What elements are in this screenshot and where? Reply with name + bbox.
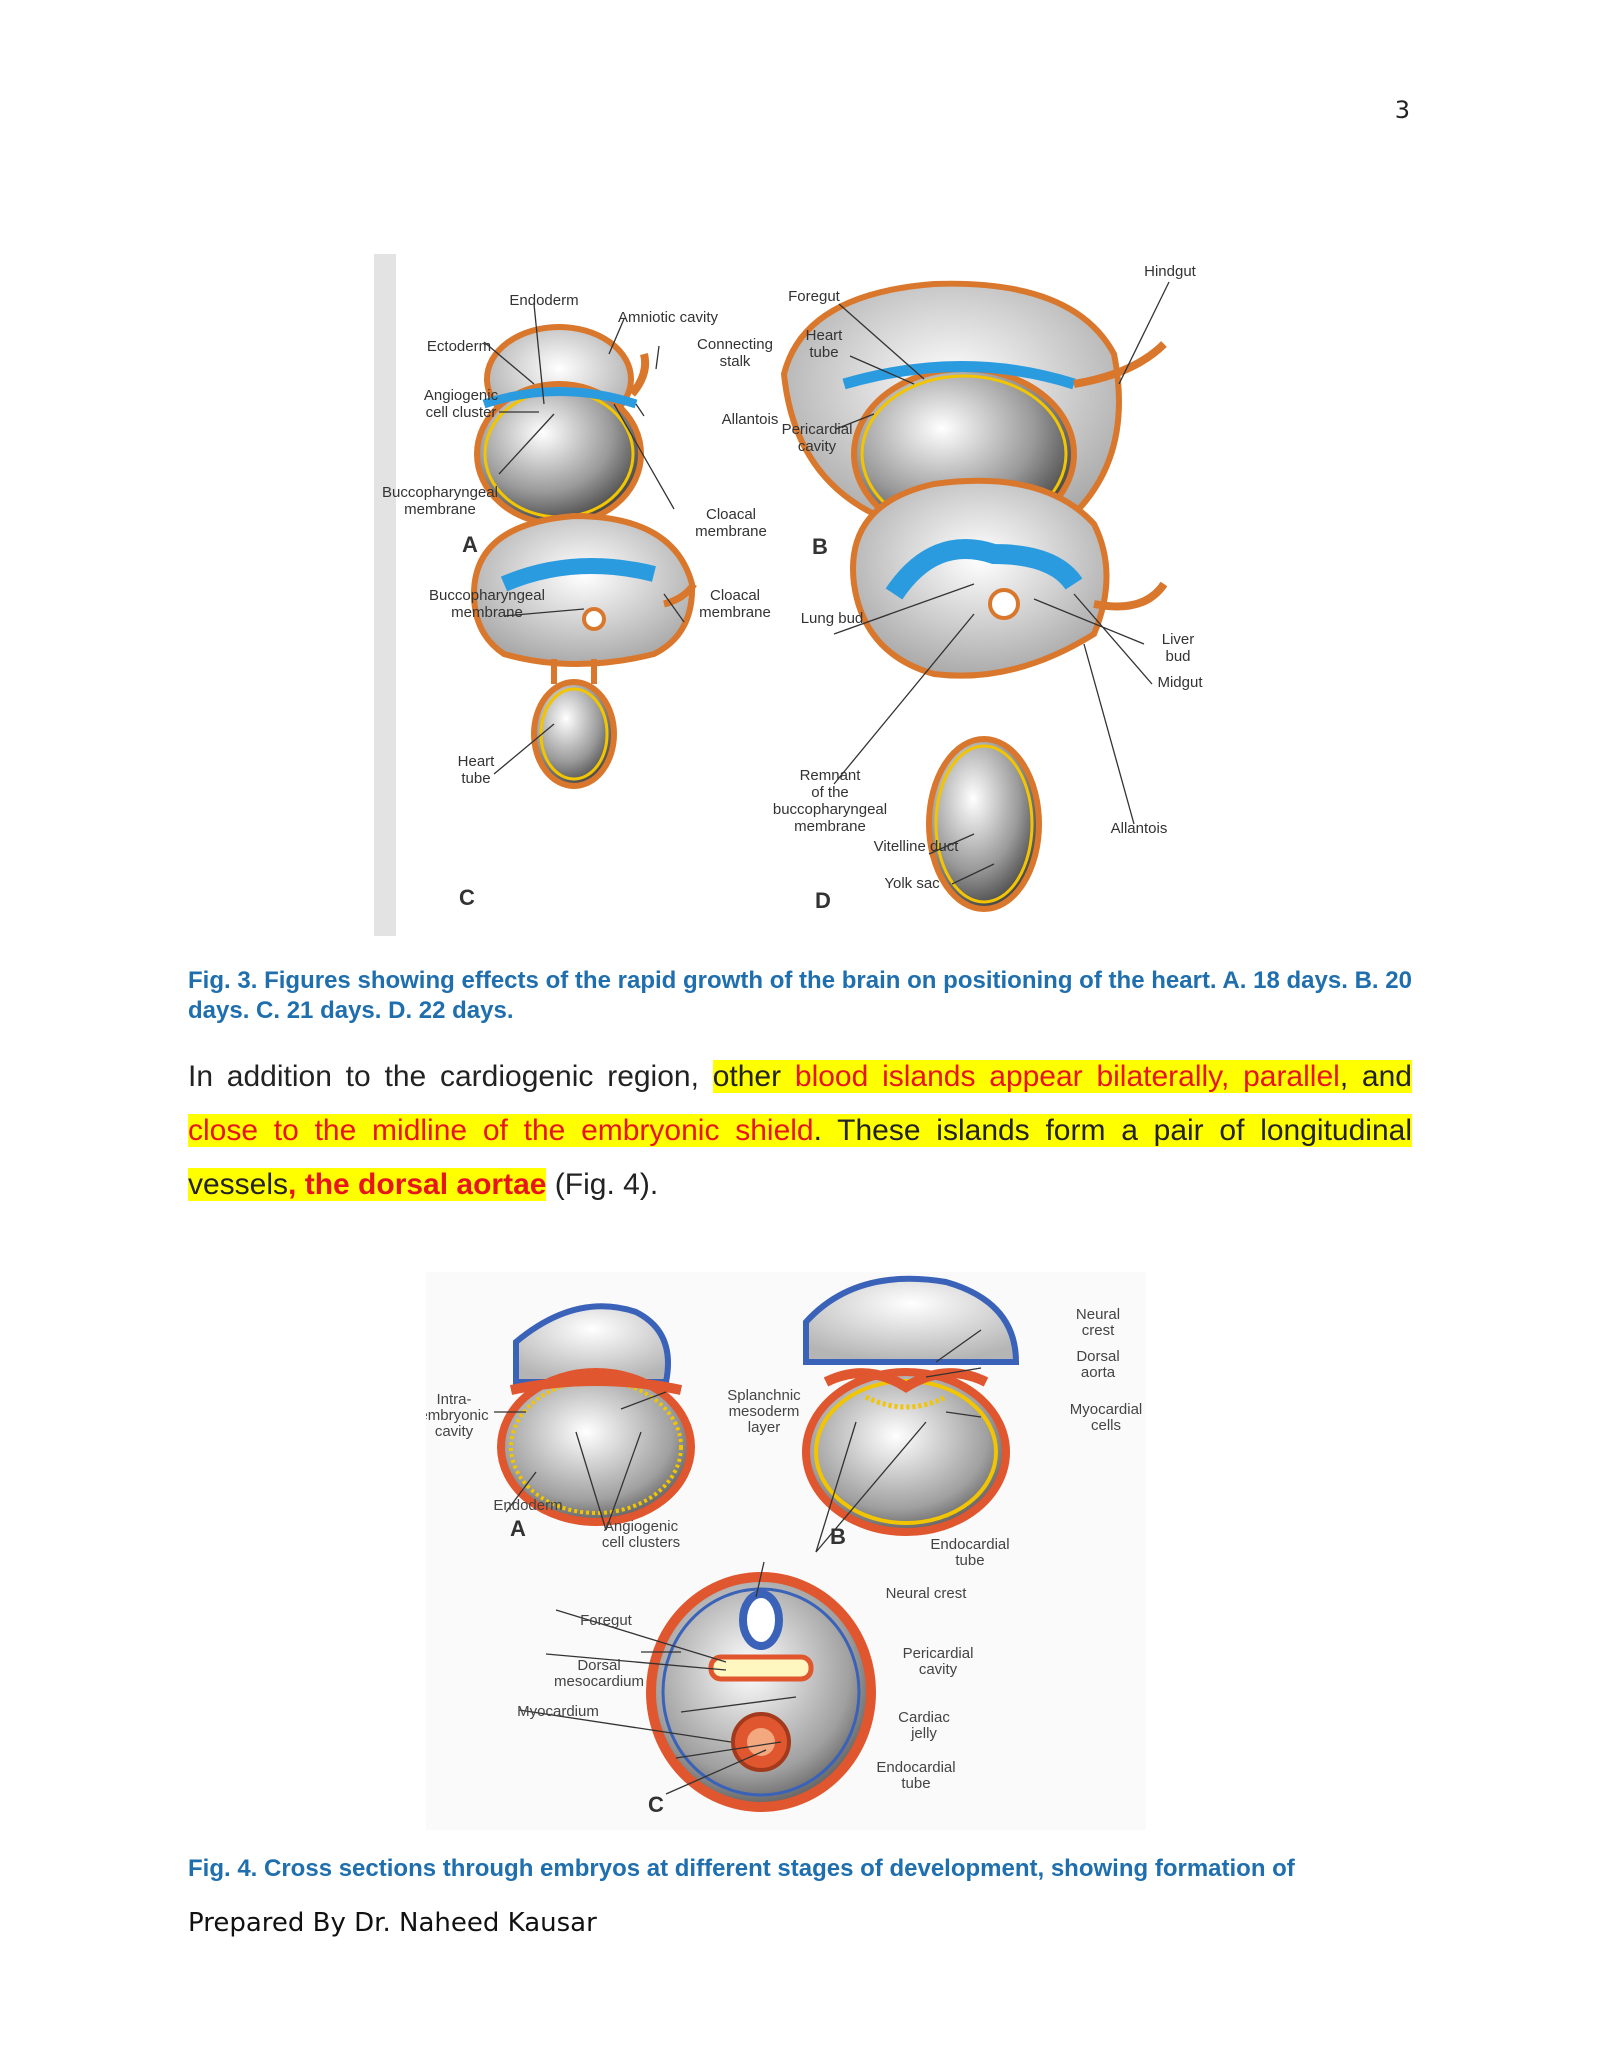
fig4-label-foregut: Foregut [580,1612,633,1629]
fig4-label-endocardial-c-1: Endocardial [876,1759,955,1776]
figure-4-caption: Fig. 4. Cross sections through embryos a… [188,1855,1295,1882]
fig3-panel-b-label: B [812,534,828,559]
fig4-panel-a-label: A [510,1516,526,1541]
fig3-label-bucco-c-1: Buccopharyngeal [429,587,545,604]
fig4-label-endocardial-b-1: Endocardial [930,1536,1009,1553]
fig4-label-splanchnic-2: mesoderm [729,1403,800,1420]
fig3-label-yolk-sac: Yolk sac [884,875,940,892]
fig4-leader-lines [494,1329,982,1795]
fig3-label-cloacal-a-1: Cloacal [706,506,756,523]
fig3-panel-a-drawing [474,324,650,527]
page-number: 3 [1394,96,1410,124]
fig4-label-endocardial-b-2: tube [955,1552,984,1569]
fig4-label-intra-1: Intra- [436,1391,471,1408]
fig3-label-foregut: Foregut [788,288,841,305]
fig3-label-midgut: Midgut [1157,674,1203,691]
fig4-panel-b-label: B [830,1524,846,1549]
para-seg-2: other [712,1060,795,1093]
fig3-panel-d-drawing [850,477,1168,912]
body-paragraph: In addition to the cardiogenic region, o… [188,1050,1412,1212]
fig4-label-myocardium: Myocardium [517,1703,599,1720]
fig3-label-connecting-stalk-1: Connecting [697,336,773,353]
fig4-label-intra-3: cavity [435,1423,474,1440]
fig3-panel-a-label: A [462,532,478,557]
fig4-label-myocardial-1: Myocardial [1070,1401,1143,1418]
fig3-label-vitelline-duct: Vitelline duct [874,838,960,855]
figure-3-caption: Fig. 3. Figures showing effects of the r… [188,967,1412,1024]
fig3-label-heart-tube-b-2: tube [809,344,838,361]
fig3-label-heart-tube-b-1: Heart [806,327,844,344]
fig4-label-neural-crest-c: Neural crest [886,1585,968,1602]
fig4-label-endoderm: Endoderm [493,1497,562,1514]
fig3-label-liver-bud-1: Liver [1162,631,1195,648]
fig4-panel-a-drawing [497,1303,695,1526]
fig3-label-heart-tube-c-1: Heart [458,753,496,770]
fig3-label-remnant-2: of the [811,784,849,801]
fig3-label-bucco-c-2: membrane [451,604,523,621]
fig3-label-connecting-stalk-2: stalk [720,353,751,370]
fig3-label-amniotic-cavity: Amniotic cavity [618,309,719,326]
fig3-label-pericardial-b-2: cavity [798,438,837,455]
fig3-label-cloacal-c-2: membrane [699,604,771,621]
fig4-label-intra-2: embryonic [426,1407,489,1424]
fig3-panel-c-drawing [470,512,697,789]
fig4-label-endocardial-c-2: tube [901,1775,930,1792]
para-seg-1: In addition to the cardiogenic region, [188,1060,713,1093]
para-seg-7: , the dorsal aortae [288,1168,547,1201]
fig4-label-neural-crest-b-1: Neural [1076,1306,1120,1323]
fig4-label-angiogenic-1: Angiogenic [604,1518,679,1535]
fig4-panel-b-drawing [802,1275,1020,1536]
fig3-label-ectoderm: Ectoderm [427,338,491,355]
fig3-label-remnant-1: Remnant [800,767,862,784]
fig4-panel-c-label: C [648,1792,664,1817]
fig3-label-hindgut: Hindgut [1144,263,1197,280]
fig4-label-dorsal-aorta-2: aorta [1081,1364,1116,1381]
fig4-label-splanchnic-3: layer [748,1419,781,1436]
fig3-panel-c-label: C [459,885,475,910]
fig4-label-pericardial-2: cavity [919,1661,958,1678]
fig3-label-lung-bud: Lung bud [801,610,864,627]
fig3-panel-d-label: D [815,888,831,913]
fig3-label-bucco-a-2: membrane [404,501,476,518]
fig3-leader-lines [483,281,1170,885]
para-seg-4: , and [1339,1060,1412,1093]
para-seg-8: (Fig. 4). [546,1168,659,1201]
fig3-label-cloacal-c-1: Cloacal [710,587,760,604]
fig3-label-angiogenic-1: Angiogenic [424,387,499,404]
fig4-label-angiogenic-2: cell clusters [602,1534,680,1551]
fig4-label-cardiac-jelly-1: Cardiac [898,1709,950,1726]
figure-4-illustration: Intra- embryonic cavity Splanchnic mesod… [426,1272,1146,1830]
page-footer: Prepared By Dr. Naheed Kausar [188,1908,597,1938]
fig4-label-splanchnic-1: Splanchnic [727,1387,801,1404]
fig4-label-pericardial-1: Pericardial [903,1645,974,1662]
fig3-label-angiogenic-2: cell cluster [426,404,497,421]
fig3-label-allantois-a: Allantois [722,411,779,428]
fig4-label-dorsal-meso-1: Dorsal [577,1657,620,1674]
fig3-label-endoderm: Endoderm [509,292,578,309]
fig3-label-remnant-3: buccopharyngeal [773,801,887,818]
figure-3-illustration: Endoderm Amniotic cavity Ectoderm Connec… [374,254,1203,936]
fig3-label-liver-bud-2: bud [1165,648,1190,665]
para-seg-3: blood islands appear bilaterally, parall… [794,1060,1340,1093]
fig4-label-myocardial-2: cells [1091,1417,1121,1434]
para-seg-5: close to the midline of the embryonic sh… [188,1114,814,1147]
fig3-label-cloacal-a-2: membrane [695,523,767,540]
fig4-label-dorsal-meso-2: mesocardium [554,1673,644,1690]
fig4-label-neural-crest-b-2: crest [1082,1322,1115,1339]
fig4-label-dorsal-aorta-1: Dorsal [1076,1348,1119,1365]
fig4-panel-c-drawing [646,1572,876,1812]
fig4-label-cardiac-jelly-2: jelly [910,1725,937,1742]
fig3-label-heart-tube-c-2: tube [461,770,490,787]
fig3-label-bucco-a-1: Buccopharyngeal [382,484,498,501]
fig3-label-allantois-d: Allantois [1111,820,1168,837]
fig3-label-pericardial-b-1: Pericardial [782,421,853,438]
fig3-label-remnant-4: membrane [794,818,866,835]
